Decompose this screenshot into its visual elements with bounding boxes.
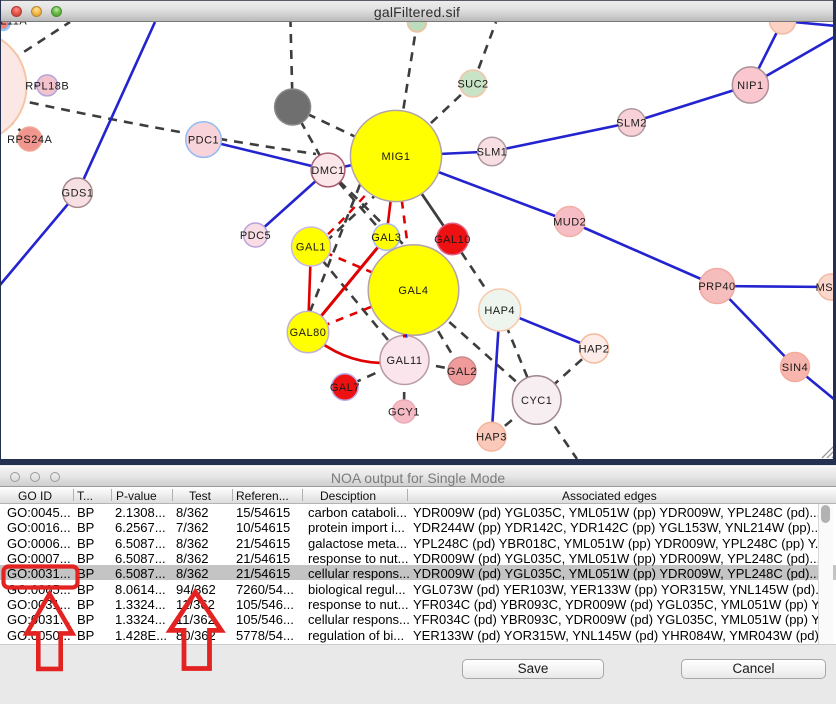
svg-text:PDC5: PDC5 <box>240 230 271 242</box>
svg-text:PDC1: PDC1 <box>188 135 219 147</box>
svg-text:NIP1: NIP1 <box>737 80 763 92</box>
svg-text:GCY1: GCY1 <box>388 407 420 419</box>
svg-text:SUC2: SUC2 <box>457 79 488 91</box>
svg-text:SLM1: SLM1 <box>477 147 508 159</box>
svg-text:GAL3: GAL3 <box>371 232 401 244</box>
svg-text:MUD2: MUD2 <box>553 217 586 229</box>
svg-text:PRP40: PRP40 <box>698 281 735 293</box>
svg-text:HAP2: HAP2 <box>579 344 610 356</box>
svg-text:SIN4: SIN4 <box>782 362 808 374</box>
svg-text:HAP3: HAP3 <box>476 432 507 444</box>
svg-text:GAL11: GAL11 <box>387 355 423 367</box>
svg-text:GAL80: GAL80 <box>290 327 327 339</box>
svg-text:MIG1: MIG1 <box>382 151 411 163</box>
svg-text:GDS1: GDS1 <box>62 188 94 200</box>
svg-text:GAL7: GAL7 <box>330 382 360 394</box>
svg-text:GAL2: GAL2 <box>447 366 477 378</box>
svg-text:RPL11A: RPL11A <box>1 22 27 28</box>
svg-text:SLM2: SLM2 <box>616 118 647 130</box>
svg-text:DMC1: DMC1 <box>311 165 344 177</box>
svg-text:GAL1: GAL1 <box>296 242 326 254</box>
svg-text:RPL18B: RPL18B <box>25 80 69 92</box>
svg-text:GAL10: GAL10 <box>434 234 471 246</box>
svg-text:GAL4: GAL4 <box>398 285 428 297</box>
svg-text:CYC1: CYC1 <box>521 395 552 407</box>
svg-text:HAP4: HAP4 <box>484 305 515 317</box>
svg-text:RPS24A: RPS24A <box>7 134 52 146</box>
svg-text:MSL1: MSL1 <box>816 282 833 294</box>
